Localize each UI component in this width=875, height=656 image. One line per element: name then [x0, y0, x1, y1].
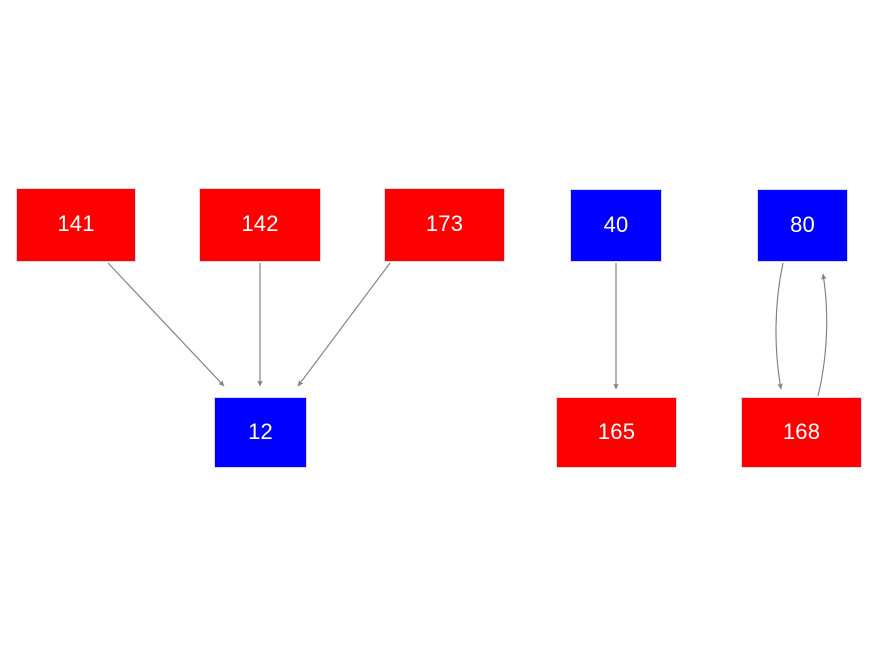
graph-node-80[interactable]: 80	[757, 189, 848, 262]
node-label: 173	[425, 211, 464, 236]
graph-edge-173-to-12	[297, 262, 391, 387]
node-label: 142	[241, 211, 279, 236]
graph-edge-80-to-168	[775, 262, 784, 390]
graph-node-173[interactable]: 173	[384, 188, 505, 262]
graph-edge-141-to-12	[107, 262, 225, 387]
graph-node-12[interactable]: 12	[214, 397, 307, 468]
node-label: 165	[597, 418, 636, 444]
graph-edge-168-to-80	[817, 273, 828, 397]
graph-node-142[interactable]: 142	[199, 188, 321, 262]
graph-node-141[interactable]: 141	[16, 188, 136, 262]
graph-node-165[interactable]: 165	[556, 397, 677, 468]
node-label: 141	[57, 211, 95, 236]
graph-node-40[interactable]: 40	[570, 189, 662, 262]
node-label: 80	[790, 211, 815, 237]
node-label: 12	[248, 418, 273, 444]
graph-node-168[interactable]: 168	[741, 397, 862, 468]
node-label: 168	[782, 418, 821, 444]
node-label: 40	[603, 211, 629, 237]
